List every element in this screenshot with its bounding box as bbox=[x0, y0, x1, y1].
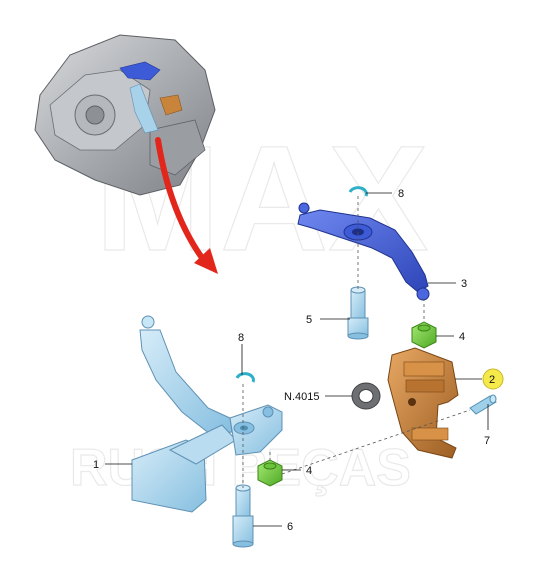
callout-4-upper: 4 bbox=[459, 331, 465, 343]
leader-lines bbox=[105, 192, 489, 527]
assembly-lines bbox=[242, 196, 471, 488]
callout-6: 6 bbox=[287, 521, 293, 533]
retaining-clip-upper bbox=[348, 186, 368, 197]
callout-4-lower: 4 bbox=[306, 465, 312, 477]
pointer-arrow bbox=[155, 137, 218, 274]
watermark: MAX RUSH PEÇAS bbox=[69, 113, 429, 497]
callout-3: 3 bbox=[461, 278, 467, 290]
callout-8-upper: 8 bbox=[398, 188, 404, 200]
pivot-pin-upper bbox=[347, 286, 369, 340]
locating-pin bbox=[469, 394, 497, 415]
selector-bracket bbox=[387, 347, 459, 459]
callouts: 1 2 3 4 4 5 6 7 8 8 N.4015 bbox=[93, 188, 504, 533]
lower-shift-lever bbox=[131, 315, 283, 513]
callout-2: 2 bbox=[489, 374, 495, 386]
callout-5: 5 bbox=[306, 314, 312, 326]
callout-7: 7 bbox=[484, 435, 490, 447]
bushing-upper bbox=[411, 321, 437, 349]
retaining-clip-lower bbox=[235, 372, 255, 383]
upper-lever-ball-left bbox=[298, 202, 310, 214]
upper-lever-ball-right bbox=[416, 287, 430, 301]
callout-8-lower: 8 bbox=[238, 332, 244, 344]
callout-washer: N.4015 bbox=[284, 391, 319, 403]
gearbox-overview bbox=[34, 34, 216, 196]
bushing-lower bbox=[257, 459, 283, 487]
overview-lower-lever bbox=[129, 83, 159, 134]
lower-lever-ball bbox=[141, 315, 155, 329]
callout-1: 1 bbox=[93, 459, 99, 471]
pivot-pin-lower bbox=[232, 484, 254, 548]
overview-upper-lever bbox=[119, 61, 161, 81]
washer bbox=[351, 382, 381, 410]
callout-2-highlight bbox=[482, 368, 504, 390]
overview-bracket bbox=[159, 94, 183, 116]
